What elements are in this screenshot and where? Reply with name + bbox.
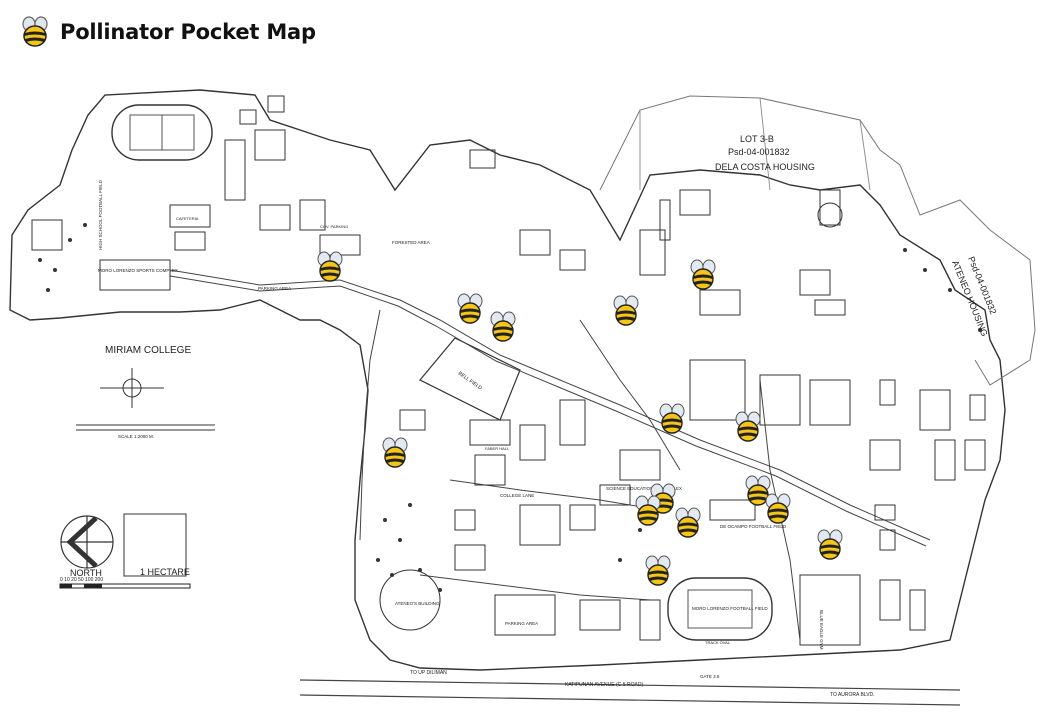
map-label-ateneo-bldg: ATENEO'S BUILDING	[395, 601, 440, 606]
map-label-katipunan: KATIPUNAN AVENUE (C-5 ROAD)	[565, 682, 643, 688]
bee-marker-icon[interactable]	[817, 529, 843, 560]
map-label-lot: LOT 3-B	[740, 134, 774, 144]
map-label-dela-costa: DELA COSTA HOUSING	[715, 162, 815, 172]
tree-dots	[38, 223, 982, 592]
map-label-de-ocampo: DE OCAMPO FOOTBALL FIELD	[720, 524, 787, 529]
bee-marker-icon[interactable]	[317, 251, 343, 282]
map-label-north: NORTH	[70, 568, 102, 578]
map-label-gate: GATE 3.5	[700, 674, 720, 679]
scale-bar	[59, 583, 191, 589]
roads	[169, 269, 961, 706]
lot-boundary-inner	[639, 97, 871, 191]
map-label-blue-eagle: BLUE EAGLE GYM	[819, 610, 824, 650]
bee-marker-icon[interactable]	[382, 437, 408, 468]
map-label-track-oval: TRACK OVAL	[705, 640, 731, 645]
north-arrow	[60, 515, 114, 569]
bee-marker-icon[interactable]	[457, 293, 483, 324]
map-label-college-lane: COLLEGE LANE	[500, 493, 534, 498]
bee-icon	[22, 16, 48, 47]
bee-marker-icon[interactable]	[490, 311, 516, 342]
bee-marker-icon[interactable]	[659, 403, 685, 434]
map-label-forested: FORESTED AREA	[392, 240, 430, 245]
lot-boundary	[599, 95, 1036, 386]
app-title: Pollinator Pocket Map	[60, 20, 316, 44]
track-oval	[111, 104, 213, 161]
bee-markers	[317, 251, 843, 586]
map-label-hs-field: HIGH SCHOOL FOOTBALL FIELD	[98, 179, 103, 250]
map-label-scale-nums: 0 10 20 50 100 200	[60, 577, 103, 583]
map-label-parking: PARKING AREA	[258, 286, 291, 291]
map-label-faber-hall: FABER HALL	[485, 446, 510, 451]
map-label-miriam: MIRIAM COLLEGE	[105, 345, 191, 356]
bell-field	[419, 337, 521, 421]
map-label-scale: SCALE 1:2000 M.	[118, 434, 154, 439]
bee-marker-icon[interactable]	[635, 495, 661, 526]
bee-marker-icon[interactable]	[765, 493, 791, 524]
map-label-cov-parking: COV. PARKING	[320, 224, 348, 229]
bee-marker-icon[interactable]	[645, 555, 671, 586]
bee-marker-icon[interactable]	[613, 295, 639, 326]
map-label-psd: Psd-04-001832	[728, 147, 790, 157]
bee-marker-icon[interactable]	[675, 507, 701, 538]
bee-marker-icon[interactable]	[690, 259, 716, 290]
compass-rose	[76, 368, 215, 431]
header: Pollinator Pocket Map	[18, 14, 316, 50]
map-label-sec: SCIENCE EDUCATIONAL COMPLEX	[606, 486, 682, 491]
buildings	[31, 95, 986, 646]
map-label-to-aurora: TO AURORA BLVD.	[830, 692, 875, 698]
map-label-bell-field: BELL FIELD	[457, 371, 483, 392]
map-label-moro-lorenzo-sports: MORO LORENZO SPORTS COMPLEX	[98, 268, 178, 273]
bee-marker-icon[interactable]	[735, 411, 761, 442]
football-field-bottom	[667, 577, 773, 641]
map-label-moro-lorenzo-field: MORO LORENZO FOOTBALL FIELD	[692, 606, 768, 611]
map-label-parking-2: PARKING AREA	[505, 621, 538, 626]
map-label-hectare: 1 HECTARE	[140, 567, 190, 577]
map-label-to-up: TO UP DILIMAN	[410, 670, 447, 676]
campus-boundary	[9, 89, 1006, 671]
map-label-cafeteria: CAFETERIA	[176, 216, 199, 221]
hectare-square	[123, 513, 187, 577]
